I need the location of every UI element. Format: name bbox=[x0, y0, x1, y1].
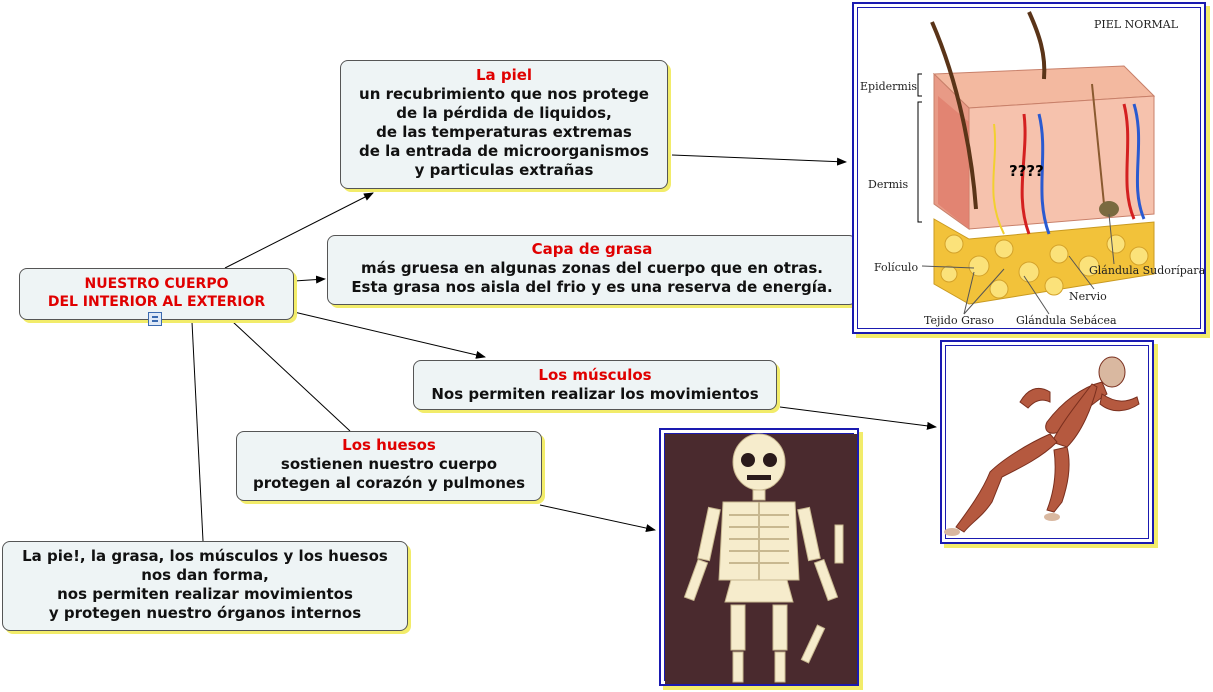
link-root-resumen bbox=[191, 321, 204, 542]
huesos-line: sostienen nuestro cuerpo bbox=[280, 455, 498, 473]
link-root-musculos bbox=[293, 311, 486, 359]
piel-title: La piel bbox=[475, 66, 533, 84]
link-huesos-image bbox=[539, 504, 656, 532]
musculos-line: Nos permiten realizar los movimientos bbox=[431, 385, 759, 403]
resumen-line: nos dan forma, bbox=[141, 566, 269, 584]
muscle-runner-image[interactable] bbox=[940, 340, 1154, 544]
node-resumen[interactable]: La pie!, la grasa, los músculos y los hu… bbox=[2, 541, 408, 631]
label-glandula-sebacea: Glándula Sebácea bbox=[1016, 314, 1117, 327]
node-piel[interactable]: La piel un recubrimiento que nos protege… bbox=[340, 60, 668, 189]
link-root-huesos bbox=[232, 321, 351, 432]
root-node[interactable]: NUESTRO CUERPO DEL INTERIOR AL EXTERIOR bbox=[19, 268, 294, 320]
root-title-line1: NUESTRO CUERPO bbox=[84, 276, 229, 292]
label-nervio: Nervio bbox=[1069, 290, 1107, 303]
piel-line: de las temperaturas extremas bbox=[376, 123, 632, 141]
grasa-line: Esta grasa nos aisla del frio y es una r… bbox=[351, 278, 833, 296]
label-epidermis: Epidermis bbox=[860, 80, 917, 93]
huesos-title: Los huesos bbox=[342, 436, 436, 454]
note-icon[interactable] bbox=[148, 312, 162, 326]
link-root-grasa bbox=[293, 275, 326, 284]
piel-line: y particulas extrañas bbox=[414, 161, 594, 179]
skin-heading: PIEL NORMAL bbox=[1094, 18, 1179, 31]
resumen-line: nos permiten realizar movimientos bbox=[57, 585, 353, 603]
link-musculos-image bbox=[779, 406, 937, 430]
label-tejido-graso: Tejido Graso bbox=[924, 314, 994, 327]
label-dermis: Dermis bbox=[868, 178, 909, 191]
resumen-line: y protegen nuestro órganos internos bbox=[48, 604, 362, 622]
musculos-title: Los músculos bbox=[538, 366, 652, 384]
node-grasa[interactable]: Capa de grasa más gruesa en algunas zona… bbox=[327, 235, 857, 305]
piel-line: de la entrada de microorganismos bbox=[359, 142, 649, 160]
resumen-line: La pie!, la grasa, los músculos y los hu… bbox=[22, 547, 388, 565]
skeleton-image[interactable] bbox=[659, 428, 859, 686]
link-root-piel bbox=[224, 192, 374, 269]
skeleton-illustration bbox=[665, 433, 857, 684]
piel-line: un recubrimiento que nos protege bbox=[359, 85, 649, 103]
piel-line: de la pérdida de liquidos, bbox=[396, 104, 612, 122]
huesos-line: protegen al corazón y pulmones bbox=[252, 474, 525, 492]
skin-diagram-image[interactable]: ???? PIEL NORMAL Epidermis Dermis Folícu… bbox=[852, 2, 1206, 334]
node-huesos[interactable]: Los huesos sostienen nuestro cuerpo prot… bbox=[236, 431, 542, 501]
skin-cross-section-illustration: ???? PIEL NORMAL Epidermis Dermis Folícu… bbox=[860, 11, 1206, 327]
runner-illustration bbox=[944, 356, 1140, 536]
question-label: ???? bbox=[1009, 162, 1044, 180]
label-glandula-sudoripara: Glándula Sudorípara bbox=[1089, 264, 1206, 277]
label-foliculo: Folículo bbox=[874, 261, 918, 274]
grasa-line: más gruesa en algunas zonas del cuerpo q… bbox=[360, 259, 824, 277]
node-musculos[interactable]: Los músculos Nos permiten realizar los m… bbox=[413, 360, 777, 410]
link-piel-image bbox=[671, 154, 847, 166]
grasa-title: Capa de grasa bbox=[531, 240, 653, 258]
root-title-line2: DEL INTERIOR AL EXTERIOR bbox=[47, 294, 266, 310]
